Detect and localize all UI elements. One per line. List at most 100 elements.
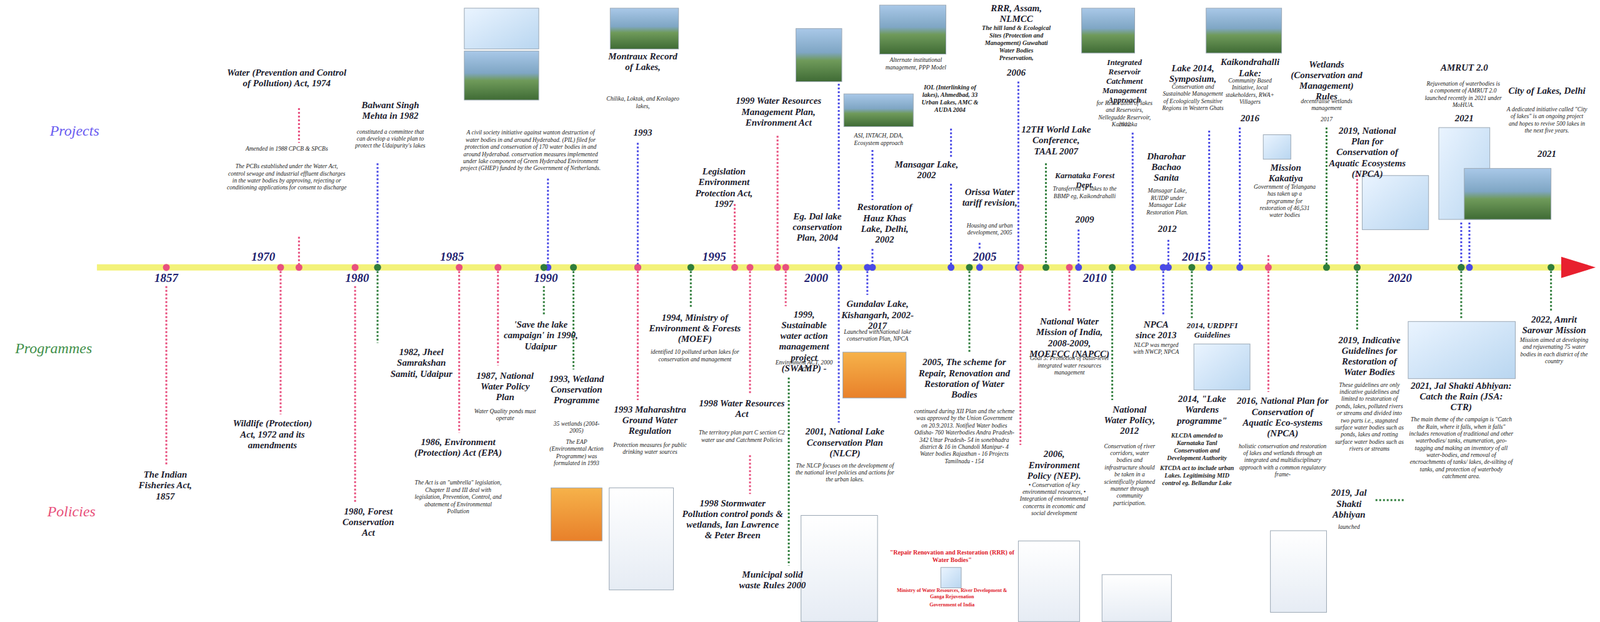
leader-line (1356, 267, 1359, 331)
year-label: 2005 (962, 250, 1008, 264)
leader-line (968, 267, 971, 354)
timeline-bar (96, 264, 1564, 271)
row-label: Policies (25, 503, 118, 521)
leader-line (458, 267, 460, 433)
leader-line (1131, 132, 1134, 268)
timeline-dot (966, 263, 974, 271)
entry-heading: NPCA since 2013 (1135, 319, 1179, 342)
entry-heading: 2019, Jal Shakti Abhiyan (1324, 487, 1374, 520)
leader-line (298, 108, 300, 144)
timeline-dot (1042, 263, 1050, 271)
leader-line (1238, 127, 1241, 268)
leader-line (1190, 267, 1193, 319)
timeline-dot (1188, 263, 1195, 271)
photo-thumbnail (1362, 175, 1429, 230)
leader-line (1375, 499, 1405, 502)
entry-heading: 1982, Jheel Samrakshan Samiti, Udaipur (385, 346, 457, 380)
timeline-dot (1457, 263, 1465, 271)
entry-heading: National Water Policy, 2012 (1101, 404, 1157, 437)
year-text: 2005 (971, 250, 998, 264)
timeline-arrowhead (1561, 256, 1596, 279)
entry-note: decentralise wetlands management (1287, 98, 1365, 113)
entry-note: Environment ACT, 2000 ACT (772, 359, 836, 374)
photo-thumbnail (1101, 574, 1172, 622)
entry-note: ASI, INTACH, DDA, Ecosystem approach (843, 132, 914, 147)
timeline-dot (1066, 263, 1074, 271)
leader-line (871, 150, 874, 200)
entry-heading: 2019, Indicative Guidelines for Restorat… (1332, 335, 1407, 379)
photo-thumbnail (801, 515, 878, 622)
caption-text: Ministry of Water Resources, River Devel… (890, 587, 1015, 599)
leader-line (1162, 267, 1165, 316)
entry-heading: Mission Kakatiya (1253, 162, 1319, 185)
entry-note: The Act is an "umbrella" legislation, Ch… (413, 479, 504, 515)
entry-heading: 2001, National Lake Cconservation Plan (… (793, 426, 896, 459)
entry-note: Water Quality ponds must operate (471, 408, 539, 423)
entry-heading: Mansagar Lake, 2002 (893, 159, 959, 182)
entry-heading: The Indian Fisheries Act, 1857 (130, 469, 200, 502)
entry-heading: 1998 Stormwater Pollution control ponds … (681, 498, 784, 542)
entry-note: identified 10 polluted urban lakes for c… (646, 348, 743, 364)
photo-thumbnail (940, 567, 962, 589)
timeline-dot (374, 263, 382, 271)
entry-note: The territory plan part C section C2 wat… (696, 429, 787, 444)
photo-thumbnail (610, 8, 679, 49)
entry-heading: 1998 Water Resources Act (696, 398, 787, 420)
leader-line (1460, 222, 1462, 268)
leader-line (1325, 127, 1328, 268)
entry-heading: Orissa Water tariff revision, (954, 186, 1026, 209)
photo-thumbnail (464, 51, 539, 100)
year-text: 2010 (1081, 271, 1109, 285)
year-label: 1970 (240, 250, 286, 264)
timeline-dot (351, 263, 359, 271)
timeline-dot (1016, 263, 1024, 271)
timeline-dot (634, 263, 642, 271)
leader-line (1550, 267, 1552, 312)
year-text: 2000 (803, 271, 830, 285)
entry-heading: 2009 (1048, 214, 1120, 225)
entry-note: The EAP (Environmental Action Programme)… (548, 438, 605, 468)
entry-heading: Restoration of Hauz Khas Lake, Delhi, 20… (853, 201, 917, 245)
photo-thumbnail (1270, 530, 1327, 613)
entry-heading: 'Save the lake campaign' in 1990, Udaipu… (496, 319, 585, 352)
entry-note: The hill land & Ecological Sites (Protec… (981, 24, 1052, 62)
leader-line (785, 267, 787, 307)
entry-heading: AMRUT 2.0 (1426, 62, 1502, 74)
entry-heading: RRR, Assam, NLMCC (981, 3, 1052, 25)
leader-line (496, 267, 499, 366)
leader-line (788, 377, 790, 565)
entry-heading: Wildlife (Protection) Act, 1972 and its … (226, 418, 319, 451)
entry-note: holistic conservation and restoration of… (1236, 443, 1329, 479)
leader-line (298, 236, 300, 268)
year-label: 1985 (429, 250, 475, 264)
timeline-dot (1466, 263, 1474, 271)
leader-line (1208, 130, 1210, 268)
leader-line (950, 183, 952, 268)
year-text: 1980 (343, 271, 370, 285)
photo-thumbnail (1018, 540, 1080, 622)
entry-note: continued during XII Plan and the scheme… (913, 408, 1015, 465)
photo-thumbnail (795, 28, 842, 82)
timeline-dot (1547, 263, 1555, 271)
year-text: 1857 (153, 271, 180, 285)
entry-heading: Balwant Singh Mehta in 1982 (351, 100, 429, 122)
entry-heading: 2016, National Plan for Conservation of … (1236, 395, 1329, 439)
timeline-dot (455, 263, 463, 271)
entry-note: Community Based Initiative, local stakeh… (1216, 77, 1284, 107)
timeline-dot (1205, 263, 1213, 271)
photo-thumbnail (1464, 168, 1552, 220)
timeline-dot (1353, 263, 1361, 271)
entry-note: • Conservation of key environmental reso… (1018, 481, 1090, 518)
photo-thumbnail (551, 487, 603, 541)
entry-heading: 1986, Environment (Protection) Act (EPA) (413, 436, 504, 459)
leader-line (1468, 222, 1471, 268)
entry-note: Transferred 17 lakes to the BBMP eg, Kai… (1048, 185, 1120, 200)
entry-heading: Wetlands (Conservation and Management) R… (1287, 59, 1365, 103)
entry-note: Chilika, Loktak, and Keolageo lakes, (606, 95, 680, 110)
leader-line (354, 267, 357, 503)
entry-note: launched (1324, 523, 1374, 531)
timeline-dot (163, 263, 170, 271)
entry-note: A dedicated initiative called "City of l… (1506, 106, 1589, 135)
leader-line (866, 267, 869, 295)
photo-thumbnail (1193, 343, 1250, 390)
